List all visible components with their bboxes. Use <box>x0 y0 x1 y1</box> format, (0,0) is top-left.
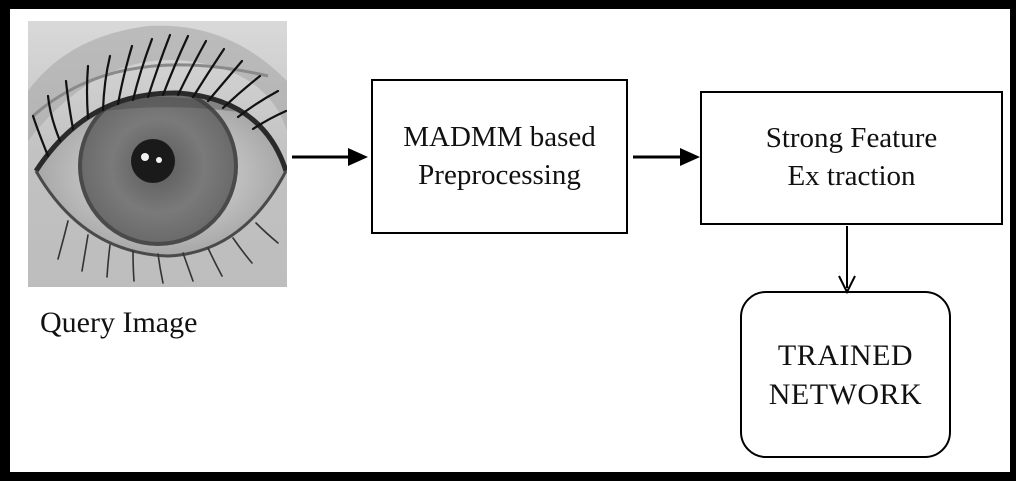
trained-network-box: TRAINED NETWORK <box>740 291 951 458</box>
feature-box-line2: Ex traction <box>787 160 916 192</box>
feature-box-line1: Strong Feature <box>765 122 938 155</box>
query-eye-image <box>28 21 287 287</box>
query-image-label: Query Image <box>40 306 198 339</box>
madmm-preprocessing-box: MADMM based Preprocessing <box>371 79 628 234</box>
trained-box-line1: TRAINED <box>777 338 914 372</box>
trained-box-line2: NETWORK <box>768 377 923 411</box>
madmm-box-line2: Preprocessing <box>418 158 581 191</box>
madmm-box-line1: MADMM based <box>403 120 596 153</box>
feature-extraction-box: Strong Feature Ex traction <box>700 91 1003 225</box>
